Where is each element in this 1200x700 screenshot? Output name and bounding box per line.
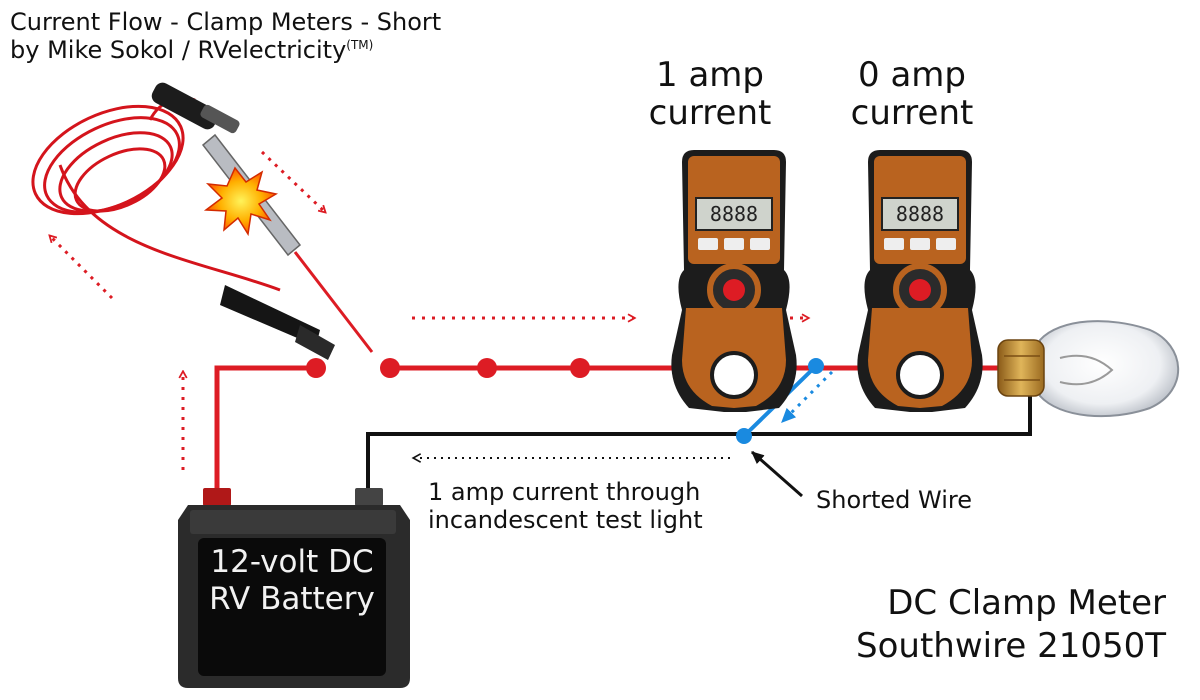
light-bulb-icon	[997, 320, 1180, 418]
diagram-title: Current Flow - Clamp Meters - Short by M…	[10, 8, 441, 65]
meter-1-reading-value: 1 amp	[656, 55, 764, 95]
short-node-bottom	[736, 428, 752, 444]
meter-1-reading-unit: current	[648, 93, 772, 134]
meter-2-reading-value: 0 amp	[858, 55, 966, 95]
meter-model-line-1: DC Clamp Meter	[887, 583, 1166, 623]
negative-return-wire	[366, 395, 1032, 500]
clamp-jaw-2	[896, 351, 944, 399]
clamp-jaw-1	[710, 351, 758, 399]
return-current-line-1: 1 amp current through	[428, 478, 701, 506]
return-current-annotation: 1 amp current through incandescent test …	[428, 478, 703, 535]
clamp-meter-1: 8888	[671, 150, 797, 412]
battery-icon	[178, 488, 410, 688]
shorted-wire-pointer	[751, 450, 803, 498]
meter-1-reading: 1 amp current	[630, 56, 790, 132]
shorted-wire-label: Shorted Wire	[816, 486, 973, 514]
switch-node	[477, 358, 497, 378]
trademark-mark: (TM)	[346, 38, 374, 53]
clamp-meter-2: 8888	[857, 150, 983, 412]
meter-model-line-2: Southwire 21050T	[856, 625, 1166, 666]
test-light-probe-illustration	[31, 82, 374, 360]
meter-2-reading-unit: current	[850, 93, 974, 134]
svg-text:8888: 8888	[710, 202, 758, 226]
meter-model-caption: DC Clamp Meter Southwire 21050T	[856, 582, 1166, 667]
wire-node	[380, 358, 400, 378]
spark-icon	[203, 166, 279, 237]
battery-label-line-2: RV Battery	[209, 581, 375, 618]
svg-text:8888: 8888	[896, 202, 944, 226]
wire-node	[306, 358, 326, 378]
title-byline: by Mike Sokol / RVelectricity	[10, 36, 347, 65]
short-node-top	[808, 358, 824, 374]
meter-2-reading: 0 amp current	[832, 56, 992, 132]
return-current-line-2: incandescent test light	[428, 506, 703, 535]
short-current-arrow	[780, 370, 834, 424]
battery-label: 12-volt DC RV Battery	[198, 544, 386, 618]
title-line-1: Current Flow - Clamp Meters - Short	[10, 8, 442, 36]
switch-node	[570, 358, 590, 378]
battery-label-line-1: 12-volt DC	[210, 544, 374, 580]
